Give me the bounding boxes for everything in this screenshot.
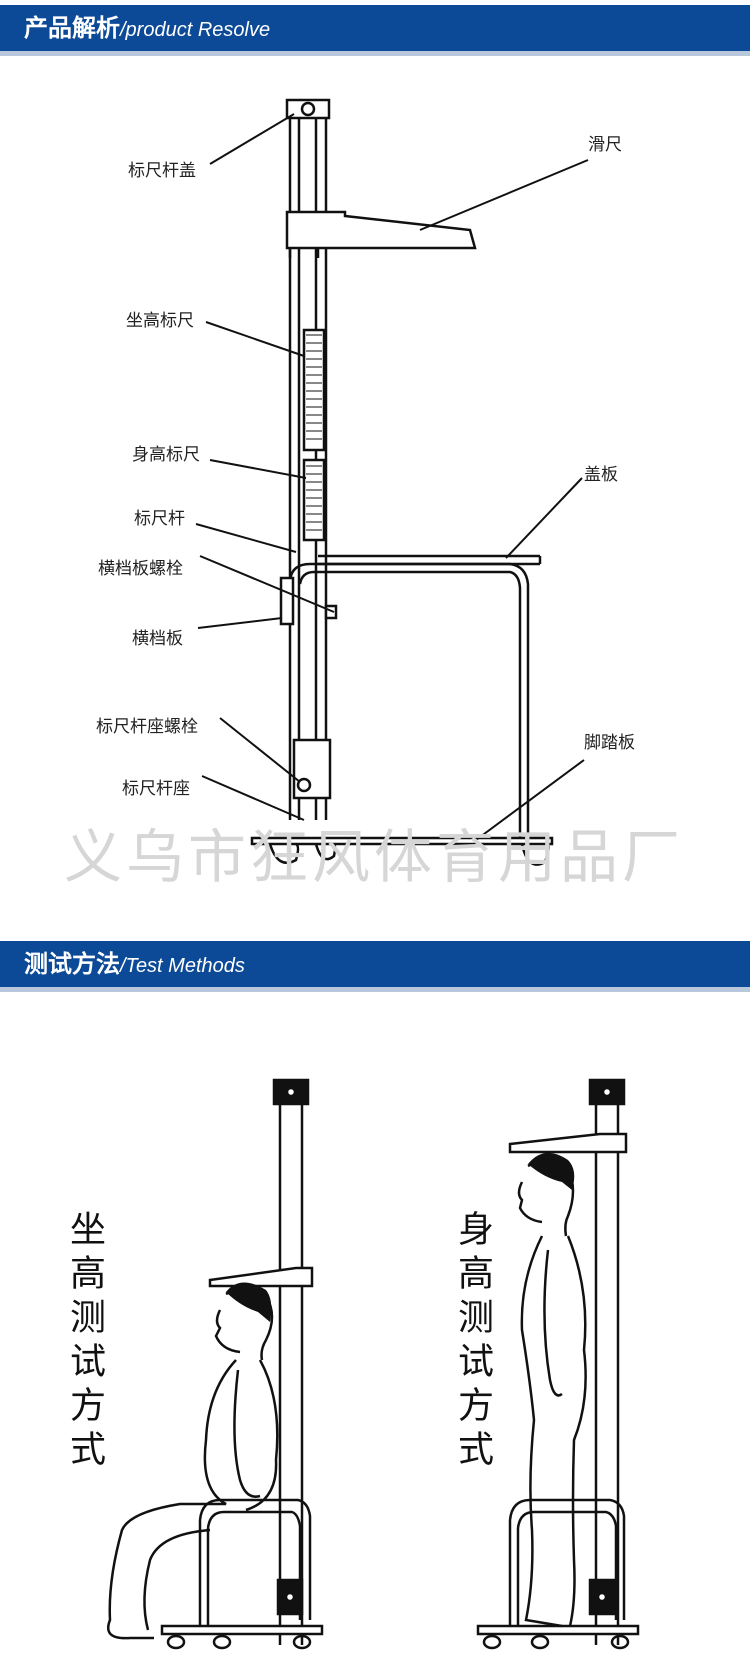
section-header-test-methods: 测试方法/Test Methods	[0, 941, 750, 992]
label-base: 标尺杆座	[122, 779, 190, 799]
method-standing-label: 身高测试方式	[452, 1210, 493, 1474]
label-height-scale: 身高标尺	[132, 445, 200, 465]
section-title: 产品解析/product Resolve	[24, 5, 270, 51]
label-cover-plate: 盖板	[584, 465, 618, 485]
label-crossbar-bolt: 横档板螺栓	[98, 559, 183, 579]
sitting-illustration	[107, 1078, 324, 1650]
label-crossbar: 横档板	[132, 629, 183, 649]
label-sitting-scale: 坐高标尺	[126, 311, 194, 331]
label-rod-cap: 标尺杆盖	[128, 161, 196, 181]
method-sitting-label: 坐高测试方式	[64, 1210, 105, 1474]
section-header-product-resolve: 产品解析/product Resolve	[0, 5, 750, 56]
section-title-en: /product Resolve	[120, 19, 271, 41]
product-diagram	[195, 98, 589, 866]
section-title: 测试方法/Test Methods	[24, 941, 245, 987]
label-rod: 标尺杆	[134, 509, 185, 529]
label-slider: 滑尺	[588, 135, 622, 155]
label-footboard: 脚踏板	[584, 733, 635, 753]
section-title-zh: 产品解析	[24, 14, 120, 42]
section-title-zh: 测试方法	[24, 950, 120, 978]
watermark-text: 义乌市狂风体育用品厂	[64, 823, 685, 891]
label-base-bolt: 标尺杆座螺栓	[96, 717, 198, 737]
standing-illustration	[476, 1078, 640, 1650]
section-title-en: /Test Methods	[120, 955, 245, 977]
